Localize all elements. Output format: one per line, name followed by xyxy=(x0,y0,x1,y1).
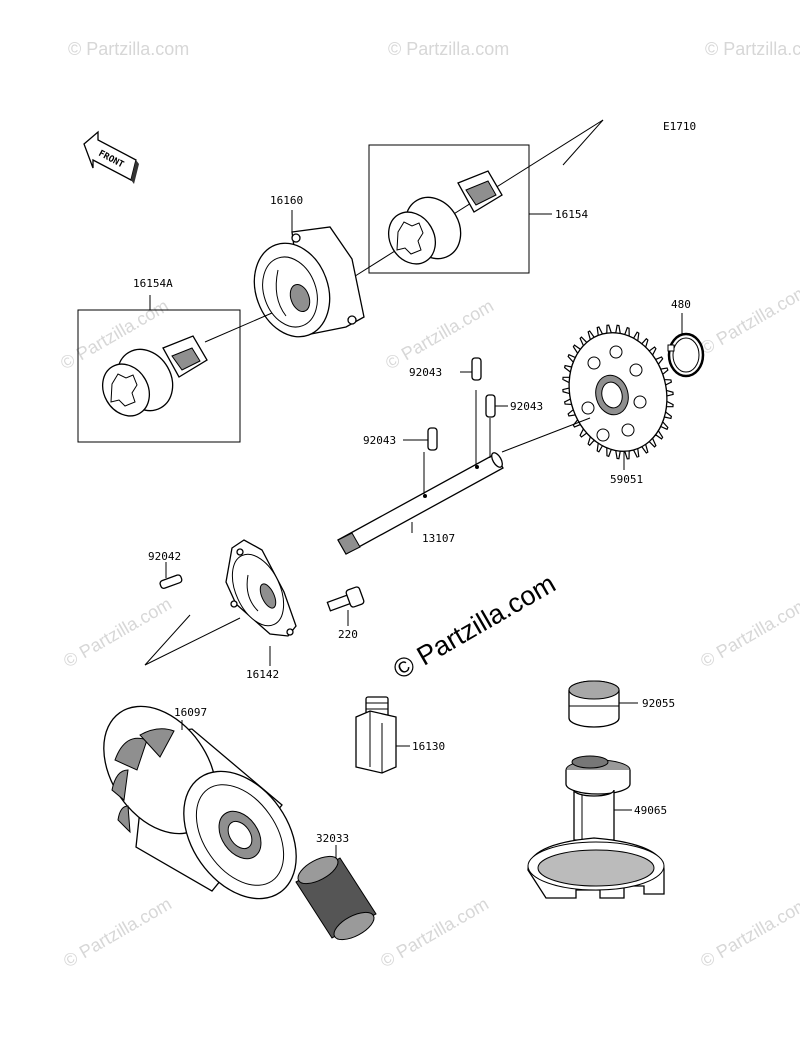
shaft-13107 xyxy=(337,390,591,555)
watermark: © Partzilla.com xyxy=(697,280,800,358)
watermark: © Partzilla.com xyxy=(697,593,800,671)
watermark-main: © Partzilla.com xyxy=(388,568,561,685)
rotor-set-16154A xyxy=(77,295,273,443)
watermark: © Partzilla.com xyxy=(705,39,800,59)
part-label-13107: 13107 xyxy=(422,532,455,545)
fitting-16130 xyxy=(355,696,410,774)
part-label-92042: 92042 xyxy=(148,550,181,563)
part-label-16130: 16130 xyxy=(412,740,445,753)
watermark: © Partzilla.com xyxy=(68,39,189,59)
watermark: © Partzilla.com xyxy=(388,39,509,59)
part-label-92043: 92043 xyxy=(363,434,396,447)
part-label-92043: 92043 xyxy=(510,400,543,413)
watermark: © Partzilla.com xyxy=(60,593,175,671)
part-label-16160: 16160 xyxy=(270,194,303,207)
watermark: © Partzilla.com xyxy=(377,893,492,971)
part-label-16142: 16142 xyxy=(246,668,279,681)
gear-59051 xyxy=(562,324,674,470)
part-label-16097: 16097 xyxy=(174,706,207,719)
circlip-480 xyxy=(667,313,705,378)
watermark: © Partzilla.com xyxy=(697,893,800,971)
part-label-92055: 92055 xyxy=(642,697,675,710)
part-label-16154A: 16154A xyxy=(133,277,173,290)
rotor-set-16154 xyxy=(351,119,604,279)
part-label-16154: 16154 xyxy=(555,208,588,221)
bolt-220 xyxy=(326,586,365,626)
dowel-pin-92042 xyxy=(159,562,183,589)
part-label-59051: 59051 xyxy=(610,473,643,486)
pump-cover-16142 xyxy=(144,539,297,666)
watermark: © Partzilla.com xyxy=(60,893,175,971)
dowel-pin-92043 xyxy=(403,357,508,451)
tool-49065 xyxy=(527,755,665,899)
diagram-code: E1710 xyxy=(663,120,696,133)
oil-filter-16097 xyxy=(103,705,297,900)
cap-92055 xyxy=(568,680,638,728)
pump-body-16160 xyxy=(253,210,365,338)
part-label-92043: 92043 xyxy=(409,366,442,379)
part-labels: 16160 16154 16154A 480 92043 92043 92043… xyxy=(133,194,691,845)
part-label-220: 220 xyxy=(338,628,358,641)
part-label-49065: 49065 xyxy=(634,804,667,817)
part-label-480: 480 xyxy=(671,298,691,311)
part-label-32033: 32033 xyxy=(316,832,349,845)
spring-32033 xyxy=(295,845,377,941)
front-arrow-icon: FRONT xyxy=(83,130,139,184)
